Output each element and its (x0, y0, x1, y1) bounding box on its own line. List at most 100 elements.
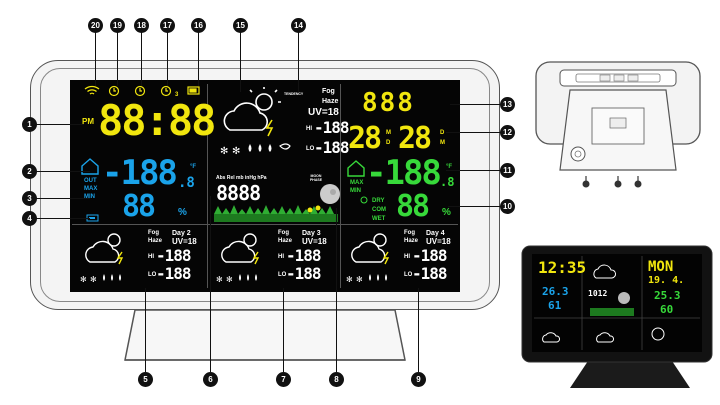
center-haze-label: Haze (322, 98, 339, 105)
callout-19: 19 (110, 18, 125, 33)
forecast-day-3-hi-label: HI (278, 254, 284, 260)
status-icons-row (84, 85, 200, 97)
center-uv-index: UV=18 (308, 107, 339, 118)
forecast-day-2-uv: UV=18 (172, 237, 197, 246)
forecast-day-3: ✻ ✻ Fog Day 3 Haze UV=18 HI -188 LO -188 (208, 226, 340, 290)
callout-8: 8 (329, 372, 344, 387)
callout-20: 20 (88, 18, 103, 33)
forecast-day-2: ✻ ✻ Fog Day 2 Haze UV=18 HI -188 LO -188 (72, 226, 206, 290)
forecast-day-4-uv: UV=18 (426, 237, 451, 246)
grass-animation-icon (214, 205, 338, 222)
forecast-day-4-hi: -188 (412, 246, 448, 265)
callout-16: 16 (191, 18, 206, 33)
alarm-clock-icon-2 (134, 85, 146, 97)
battery-icon (187, 86, 200, 95)
weather-forecast-icon: ✻ ✻ (220, 87, 291, 157)
weekday-display: 888 (362, 88, 415, 118)
center-lo-temp: -188 (314, 138, 350, 157)
alarm-clock-icon-3 (160, 85, 172, 97)
indoor-min-label: MIN (350, 188, 361, 194)
forecast-day-4-weather-icon: ✻ ✻ (346, 233, 390, 284)
forecast-day-3-lo-label: LO (278, 272, 287, 278)
callout-13: 13 (500, 97, 515, 112)
callout-2: 2 (22, 164, 37, 179)
indoor-temp: -188 (366, 153, 442, 193)
center-hi-temp: -188 (314, 118, 350, 137)
center-hi-label: HI (306, 126, 312, 132)
photo-clock: 12:35 (538, 258, 587, 277)
forecast-day-4-label: Day 4 (426, 230, 445, 237)
photo-indoor-humidity: 60 (660, 303, 674, 316)
outdoor-humidity-unit: % (178, 207, 187, 218)
forecast-day-2-weather-icon: ✻ ✻ (80, 233, 124, 284)
photo-weekday: MON (648, 259, 674, 275)
outdoor-temp-unit: °F (190, 164, 197, 170)
callout-18: 18 (134, 18, 149, 33)
forecast-day-3-lo: -188 (286, 264, 322, 283)
barometric-pressure: 8888 (216, 181, 261, 205)
forecast-day-4-haze: Haze (404, 238, 419, 244)
tendency-label: TENDENCY (284, 92, 304, 96)
forecast-day-2-hi: -188 (156, 246, 192, 265)
callout-9: 9 (411, 372, 426, 387)
forecast-day-3-fog: Fog (278, 230, 289, 236)
forecast-day-2-fog: Fog (148, 230, 159, 236)
svg-text:✻: ✻ (346, 275, 353, 284)
callout-6: 6 (203, 372, 218, 387)
alarm-clock-icon-1 (108, 85, 120, 97)
forecast-day-4-hi-label: HI (404, 254, 410, 260)
divider-vertical-2 (340, 84, 341, 288)
indoor-humidity: 88 (396, 189, 430, 224)
forecast-day-3-label: Day 3 (302, 230, 321, 237)
svg-text:✻: ✻ (216, 275, 223, 284)
forecast-row: ✻ ✻ Fog Day 2 Haze UV=18 HI -188 LO -188 (72, 226, 458, 290)
date-day-m: M (440, 140, 445, 146)
forecast-day-3-uv: UV=18 (302, 237, 327, 246)
wifi-icon (84, 85, 100, 95)
indoor-temp-decimal: .8 (440, 175, 455, 189)
forecast-day-2-lo: -188 (156, 264, 192, 283)
date-day-display: 28 (398, 121, 432, 156)
date-month-m: M (386, 130, 391, 136)
svg-text:✻: ✻ (220, 146, 228, 157)
forecast-day-4-lo: -188 (412, 264, 448, 283)
callout-1: 1 (22, 117, 37, 132)
forecast-day-4: ✻ ✻ Fog Day 4 Haze UV=18 HI -188 LO -188 (342, 226, 458, 290)
photo-indoor-temp: 25.3 (654, 289, 681, 302)
pressure-units: Abs Rel mb inHg hPa (216, 175, 267, 181)
forecast-day-4-fog: Fog (404, 230, 415, 236)
divider-horizontal (72, 224, 458, 225)
forecast-day-2-haze: Haze (148, 238, 163, 244)
max-label: MAX (84, 186, 98, 192)
pm-indicator: PM (82, 117, 94, 126)
forecast-day-2-lo-label: LO (148, 272, 157, 278)
device-inner-bezel (40, 68, 490, 302)
callout-15: 15 (233, 18, 248, 33)
svg-text:✻: ✻ (356, 275, 363, 284)
outdoor-temp: -188 (102, 153, 178, 193)
date-day-d: D (440, 130, 445, 136)
indoor-house-icon (347, 160, 365, 177)
min-label: MIN (84, 194, 95, 200)
divider-vertical-1 (207, 84, 208, 288)
svg-text:✻: ✻ (226, 275, 233, 284)
svg-text:✻: ✻ (90, 275, 97, 284)
photo-outdoor-temp: 26.3 (542, 285, 569, 298)
callout-4: 4 (22, 211, 37, 226)
callout-17: 17 (160, 18, 175, 33)
center-fog-label: Fog (322, 88, 335, 95)
back-view-diagram (535, 61, 701, 188)
callout-7: 7 (276, 372, 291, 387)
center-lo-label: LO (306, 146, 315, 152)
wet-label: WET (372, 216, 386, 222)
callout-14: 14 (291, 18, 306, 33)
out-label: OUT (84, 178, 97, 184)
date-month-d: D (386, 140, 391, 146)
indoor-humidity-unit: % (442, 207, 451, 218)
moon-phase-label: MOON PHASE (309, 174, 323, 182)
outdoor-house-icon (81, 158, 99, 175)
callout-10: 10 (500, 199, 515, 214)
date-month-display: 28 (348, 121, 382, 156)
forecast-day-4-lo-label: LO (404, 272, 413, 278)
moon-phase-icon (320, 184, 340, 204)
